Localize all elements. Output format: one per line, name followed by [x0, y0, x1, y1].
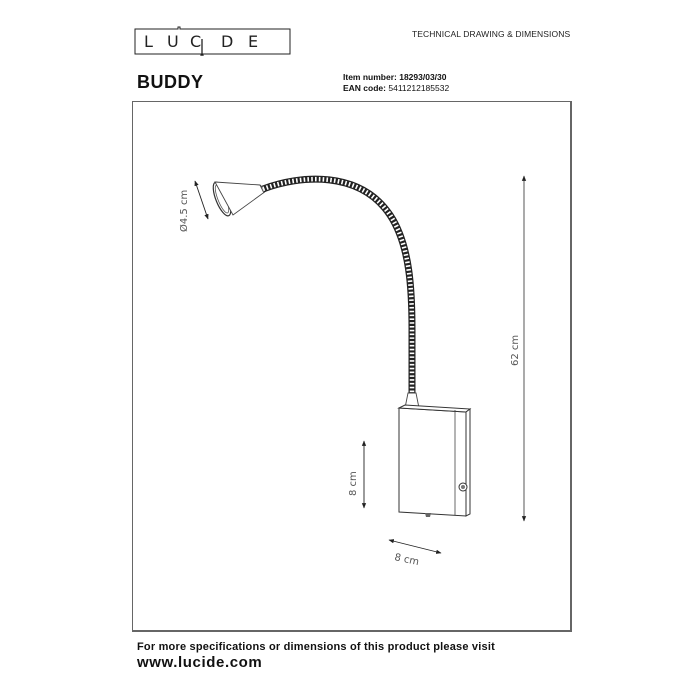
- ean-label: EAN code:: [343, 83, 386, 93]
- ean-value: 5411212185532: [388, 83, 450, 93]
- lucide-logo-icon: L U C D E: [134, 26, 291, 56]
- svg-text:C: C: [190, 32, 201, 51]
- item-number-row: Item number: 18293/03/30: [343, 72, 449, 83]
- item-info: Item number: 18293/03/30 EAN code: 54112…: [343, 72, 449, 94]
- svg-text:L: L: [144, 32, 153, 51]
- svg-text:E: E: [248, 32, 258, 51]
- svg-text:D: D: [221, 32, 233, 51]
- drawing-frame: [132, 101, 572, 632]
- document-type-title: TECHNICAL DRAWING & DIMENSIONS: [412, 29, 571, 39]
- ean-row: EAN code: 5411212185532: [343, 83, 449, 94]
- svg-text:U: U: [167, 32, 179, 51]
- brand-logo: L U C D E: [134, 26, 291, 56]
- item-number-value: 18293/03/30: [399, 72, 447, 82]
- item-number-label: Item number:: [343, 72, 397, 82]
- product-name: BUDDY: [137, 72, 204, 92]
- footer-note: For more specifications or dimensions of…: [137, 641, 495, 653]
- website-link[interactable]: www.lucide.com: [137, 654, 263, 671]
